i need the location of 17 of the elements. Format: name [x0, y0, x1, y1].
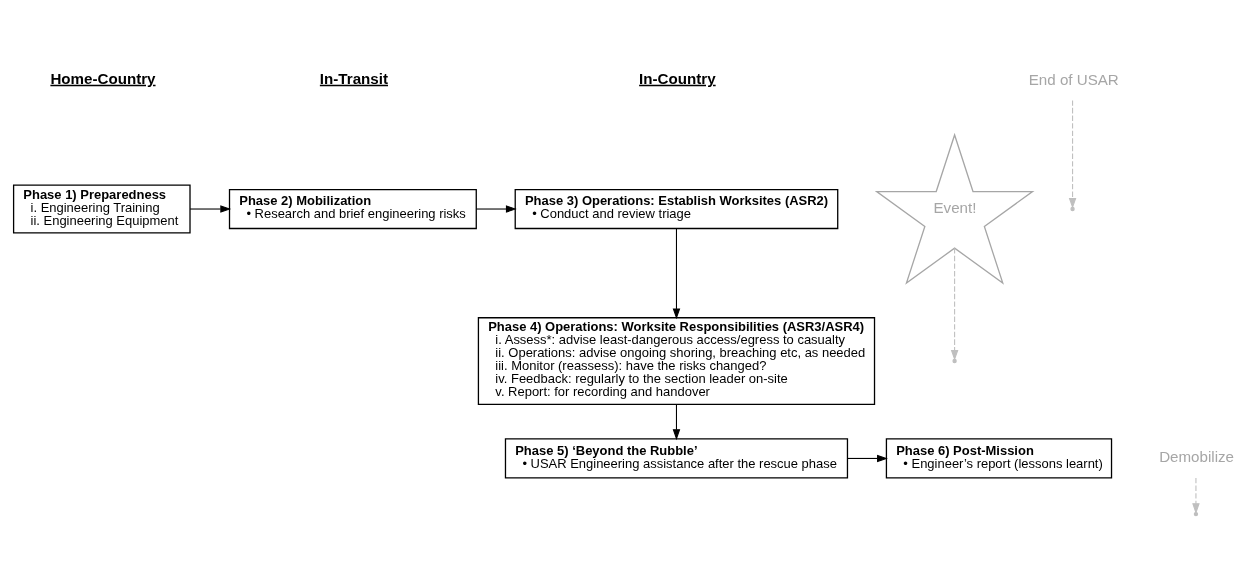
node-box: Phase 5) ‘Beyond the Rubble’ • USAR Engineering assistance after the rescue phase [504, 437, 849, 479]
label: In-Country [639, 69, 716, 87]
node-box: Phase 6) Post-Mission • Engineer’s report (lessons learnt) [885, 437, 1113, 479]
arrow [1192, 476, 1200, 514]
label: In-Transit [319, 69, 389, 87]
node-box: Phase 2) Mobilization • Research and brief engineering risks [228, 188, 477, 229]
node-text: Demobilize [1159, 447, 1235, 465]
node-box: Phase 3) Operations: Establish Worksites (ASR2) • Conduct and review triage [514, 188, 839, 229]
arrow [672, 403, 681, 440]
arrow [475, 204, 517, 213]
arrow [672, 227, 681, 319]
label: Home-Country [50, 69, 156, 87]
arrow [846, 454, 888, 462]
node-text: End of USAR [1028, 70, 1119, 88]
node-box: Phase 1) Preparedness i. Engineering Training ii. Engineering Equipment [12, 184, 191, 233]
node-box: Phase 4) Operations: Worksite Responsibilities (ASR3/ASR4) i. Assess*: advise least-dangerous access/egress to casualty ii. Operations: advise ongoing shoring, breaching etc, as needed iii. Monitor (reassess): have the risks changed? iv. Feedback: regularly to the section leader on-site v. Report: for recording and handover [477, 316, 876, 405]
arrow [189, 204, 232, 213]
